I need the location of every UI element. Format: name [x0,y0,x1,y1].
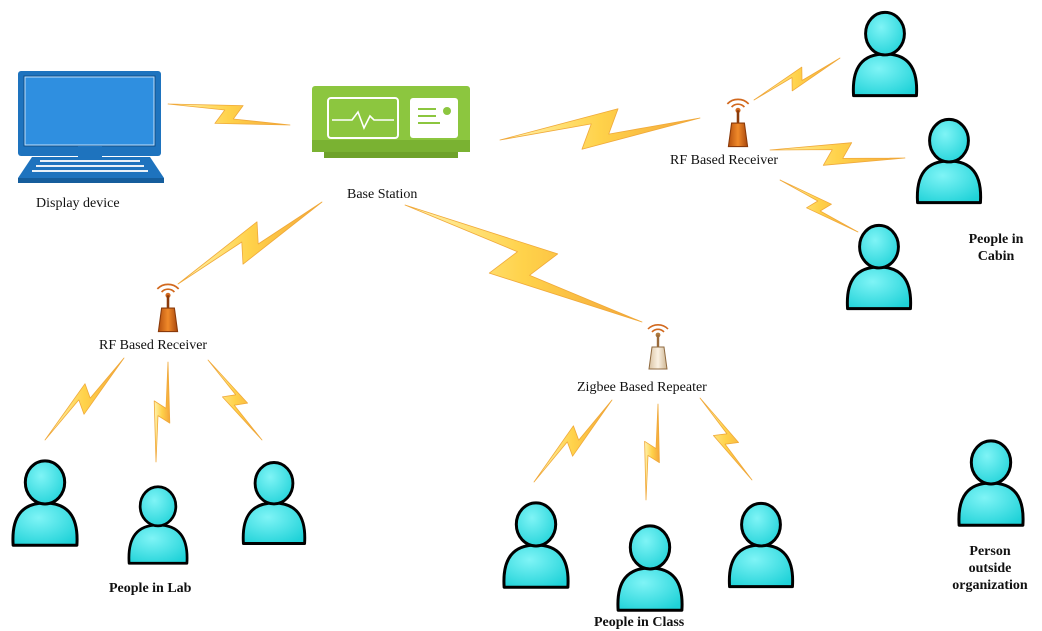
person-outside-organization-label: Person outside organization [940,543,1040,594]
base-station-icon [312,86,470,158]
outside-label-line2: outside [968,561,1012,576]
people-in-cabin-line2: Cabin [977,249,1015,264]
wireless-links [44,57,906,501]
link-rf-left-to-lab-person-3 [207,359,263,441]
link-rf-top-to-cabin-person-3 [779,179,859,233]
outside-label-line3: organization [952,578,1028,593]
link-base-to-rf-left [177,201,323,285]
lab-person-3-icon [241,461,307,545]
lab-person-2-icon [127,485,189,565]
desktop-monitor-icon [18,71,164,183]
link-zigbee-to-class-person-3 [699,397,753,481]
cabin-person-3-icon [845,223,913,311]
class-person-1-icon [502,501,570,589]
rf-receiver-left-label: RF Based Receiver [99,338,208,353]
zigbee-repeater-label: Zigbee Based Repeater [577,380,707,395]
cabin-person-1-icon [851,10,919,98]
display-device-label: Display device [36,196,120,211]
outside-label-line1: Person [969,544,1011,559]
rf-receiver-top-label: RF Based Receiver [670,153,779,168]
link-rf-top-to-cabin-person-1 [753,57,841,101]
rf-receiver-top-antenna-icon [726,98,750,148]
cabin-person-2-icon [915,117,983,205]
lab-person-1-icon [11,459,79,547]
link-base-to-zigbee [404,204,643,323]
link-base-to-rf-top [499,108,701,150]
link-rf-left-to-lab-person-1 [44,357,125,441]
link-zigbee-to-class-person-1 [533,399,613,483]
people-in-cabin-label: People in Cabin [960,231,1032,265]
people-in-class-label: People in Class [594,615,685,630]
zigbee-repeater-antenna-icon [647,323,669,370]
people-in-cabin-line1: People in [968,232,1024,247]
link-rf-left-to-lab-person-2 [153,361,171,463]
base-station-label: Base Station [347,187,418,202]
link-display-to-base [167,103,291,126]
link-zigbee-to-class-person-2 [644,403,660,501]
people-in-lab-label: People in Lab [109,581,192,596]
class-person-2-icon [616,524,684,612]
link-rf-top-to-cabin-person-2 [769,142,906,166]
outside-person-icon [957,439,1025,527]
rf-receiver-left-antenna-icon [156,283,180,333]
class-person-3-icon [727,501,795,589]
